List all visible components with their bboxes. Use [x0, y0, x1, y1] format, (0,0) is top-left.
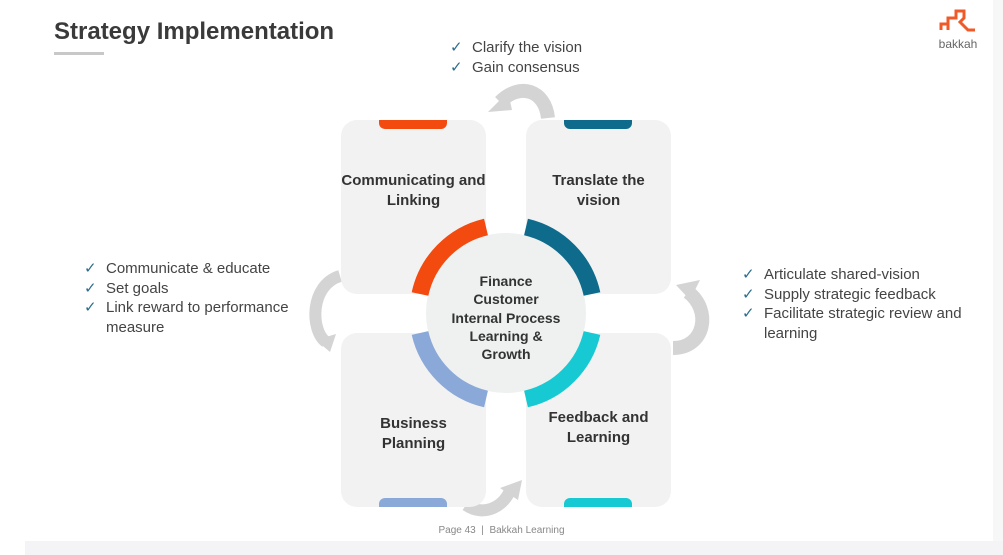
box-translate-vision: Translate the vision — [526, 120, 671, 294]
center-perspectives: Finance Customer Internal Process Learni… — [451, 273, 561, 363]
list-item: ✓Communicate & educate — [84, 260, 271, 277]
list-item: ✓Supply strategic feedback — [742, 285, 936, 303]
logo-text: bakkah — [938, 37, 978, 51]
center-circle — [426, 233, 586, 393]
check-icon: ✓ — [450, 39, 463, 56]
box-tab — [564, 498, 632, 507]
box-tab — [564, 120, 632, 129]
page-footer: Page 43 | Bakkah Learning — [438, 525, 565, 536]
box-label: Business Planning — [380, 415, 447, 452]
box-label: Feedback and Learning — [548, 409, 649, 446]
check-icon: ✓ — [742, 285, 755, 303]
title-underline — [54, 52, 104, 55]
check-icon: ✓ — [742, 305, 755, 322]
box-tab — [379, 120, 447, 129]
page-title: Strategy Implementation — [54, 18, 335, 45]
ring-segment-lightblue — [411, 330, 489, 408]
check-icon: ✓ — [84, 299, 97, 316]
ring-segment-orange — [411, 218, 489, 297]
check-icon: ✓ — [84, 260, 97, 277]
check-icon: ✓ — [84, 279, 97, 297]
check-icon: ✓ — [450, 58, 463, 76]
right-checklist: ✓Articulate shared-vision ✓Supply strate… — [740, 265, 980, 343]
check-icon: ✓ — [742, 266, 755, 283]
box-label: Communicating and Linking — [341, 172, 486, 209]
list-item: ✓Facilitate strategic review and learnin… — [742, 305, 962, 342]
list-item: ✓Set goals — [84, 279, 169, 297]
right-edge — [993, 0, 1003, 555]
box-label: Translate the vision — [552, 172, 645, 209]
list-item: ✓Articulate shared-vision — [742, 266, 920, 283]
list-item: ✓Clarify the vision — [450, 39, 583, 56]
bakkah-logo: bakkah — [936, 8, 980, 51]
top-checklist: ✓Clarify the vision ✓Gain consensus — [448, 38, 582, 77]
list-item: ✓Gain consensus — [450, 58, 580, 76]
bottom-edge — [25, 541, 1003, 555]
ring-segment-cyan — [523, 330, 601, 408]
list-item: ✓Link reward to performance measure — [84, 299, 289, 336]
logo-icon — [939, 9, 975, 32]
box-feedback-learning: Feedback and Learning — [526, 333, 671, 507]
box-tab — [379, 498, 447, 507]
ring-segment-blue — [523, 218, 601, 297]
left-checklist: ✓Communicate & educate ✓Set goals ✓Link … — [82, 259, 302, 337]
